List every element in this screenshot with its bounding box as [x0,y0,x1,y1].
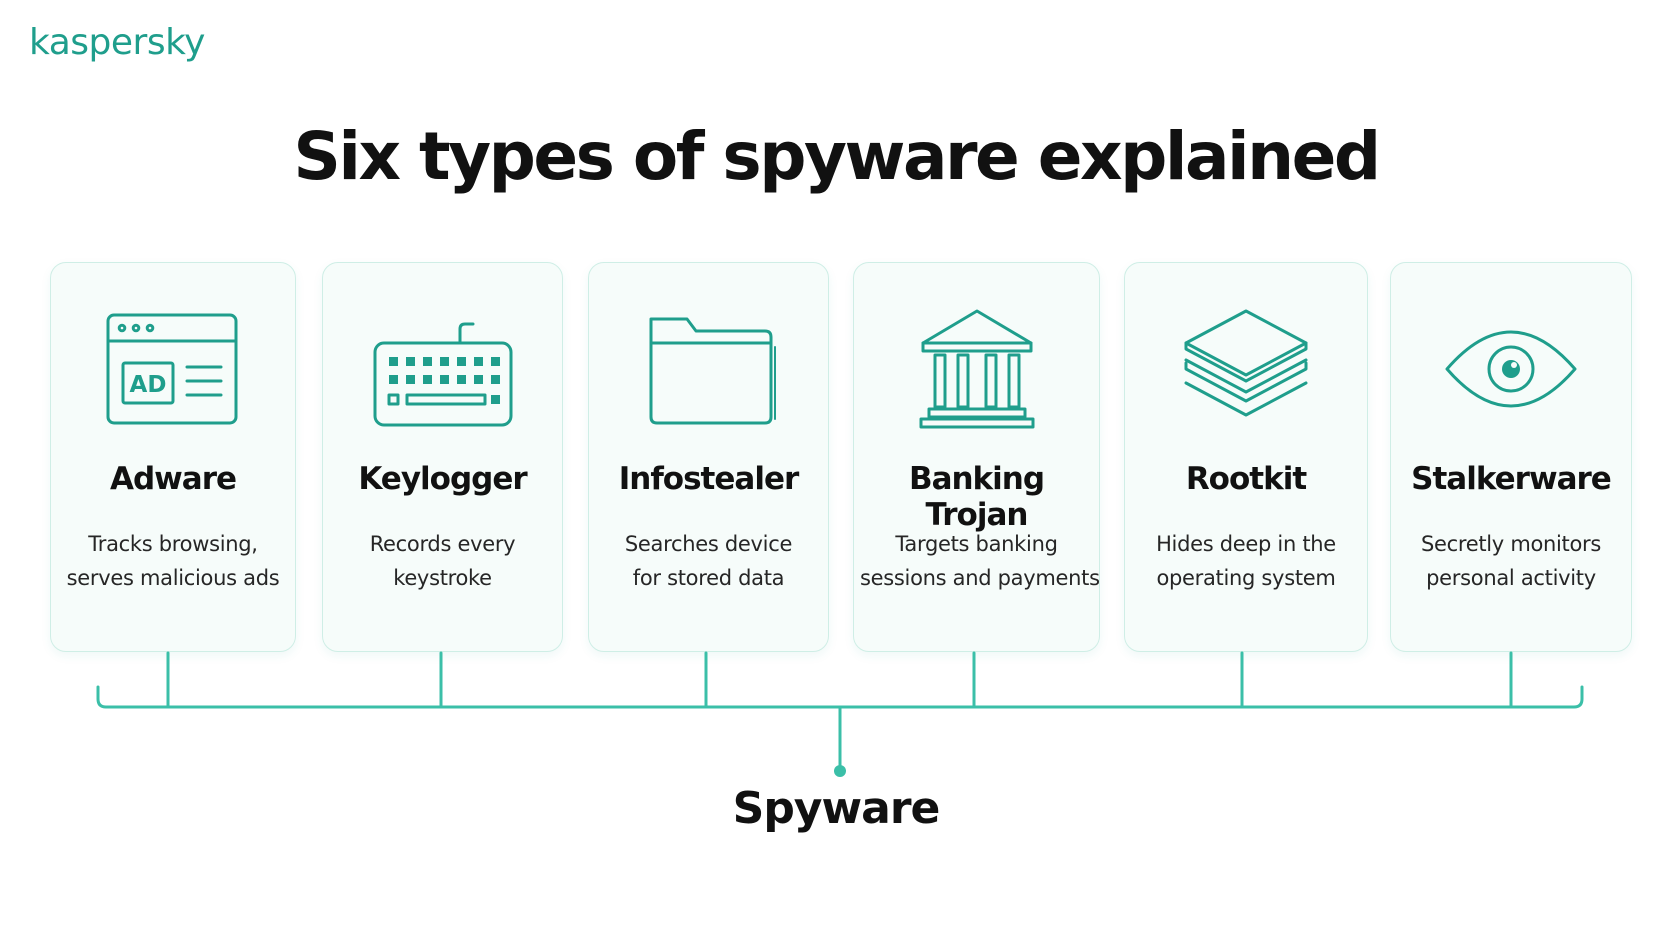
adware-browser-icon: AD [106,313,238,425]
card-desc-line: Targets banking [895,532,1058,556]
card-desc-line: operating system [1156,566,1336,590]
folder-icon [649,317,776,425]
card-title-infostealer: Infostealer [618,461,800,497]
card-adware: AD Adware Tracks browsing, serves malici… [50,262,296,652]
card-title-adware: Adware [109,461,237,497]
card-banking-trojan: Banking Trojan Targets banking sessions … [853,262,1100,652]
layers-icon [1184,309,1308,417]
card-desc-line: Searches device [624,532,793,556]
connector-bus [96,685,1584,709]
root-node-dot [834,765,846,777]
card-title-rootkit: Rootkit [1185,461,1307,497]
card-title-stalkerware: Stalkerware [1411,461,1612,497]
card-desc-infostealer: Searches device for stored data [595,527,822,595]
card-desc-line: personal activity [1426,566,1596,590]
card-desc-line: Hides deep in the [1156,532,1336,556]
card-desc-line: serves malicious ads [66,566,280,590]
card-title-keylogger: Keylogger [358,461,527,497]
card-desc-banking-trojan: Targets banking sessions and payments [860,527,1100,595]
card-desc-line: sessions and payments [860,566,1100,590]
card-desc-rootkit: Hides deep in the operating system [1131,527,1361,595]
card-rootkit: Rootkit Hides deep in the operating syst… [1124,262,1368,652]
card-desc-adware: Tracks browsing, serves malicious ads [57,527,289,595]
bank-icon [919,309,1034,429]
card-title-banking-trojan: Banking Trojan [908,461,1045,533]
page-title: Six types of spyware explained [293,118,1381,195]
card-desc-line: Secretly monitors [1420,532,1602,556]
keyboard-icon [373,322,512,427]
card-desc-line: keystroke [393,566,492,590]
card-keylogger: Keylogger Records every keystroke [322,262,563,652]
card-desc-line: Records every [369,532,516,556]
card-stalkerware: Stalkerware Secretly monitors personal a… [1390,262,1632,652]
kaspersky-logo[interactable]: kaspersky [29,22,205,63]
card-desc-line: Tracks browsing, [88,532,258,556]
adware-icon-text: AD [130,372,167,398]
eye-icon [1445,330,1577,408]
card-infostealer: Infostealer Searches device for stored d… [588,262,829,652]
card-desc-stalkerware: Secretly monitors personal activity [1397,527,1625,595]
card-desc-keylogger: Records every keystroke [329,527,556,595]
card-desc-line: for stored data [632,566,785,590]
root-label-spyware: Spyware [732,783,941,834]
